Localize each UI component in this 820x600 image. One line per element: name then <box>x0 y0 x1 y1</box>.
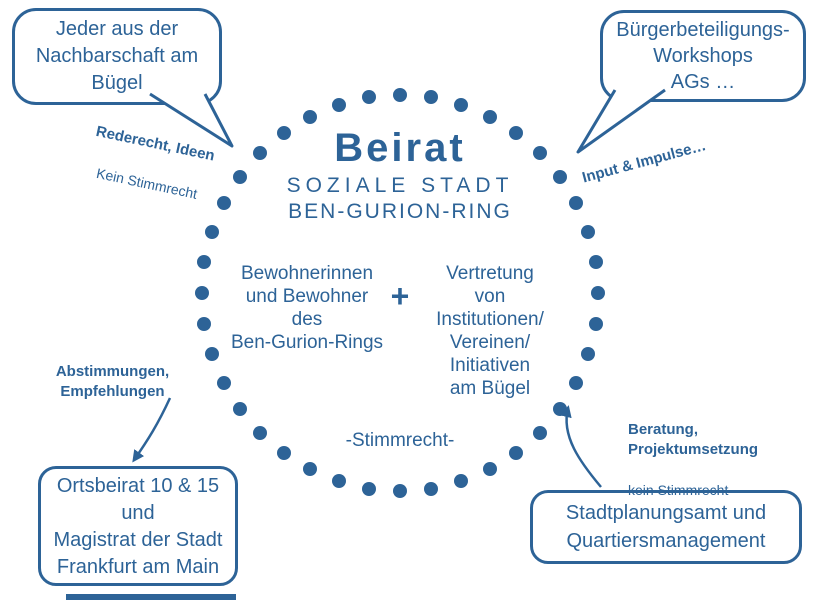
circle-dot <box>533 145 547 160</box>
circle-dot <box>454 97 469 112</box>
circle-dot <box>197 255 212 270</box>
circle-dot <box>553 169 568 184</box>
circle-dot <box>216 196 231 211</box>
institutions-group-text: Vertretung von Institutionen/ Vereinen/ … <box>436 263 544 399</box>
circle-dot <box>331 97 346 112</box>
circle-dot <box>393 484 407 498</box>
circle-dot <box>569 196 584 211</box>
circle-dot <box>588 316 603 331</box>
residents-group-text: Bewohnerinnen und Bewohner des Ben-Gurio… <box>230 263 384 353</box>
circle-dot <box>423 90 438 105</box>
bubble-workshops: Bürgerbeteiligungs- Workshops AGs … <box>600 10 806 102</box>
circle-dot <box>204 347 219 362</box>
plus-icon: + <box>390 278 410 314</box>
circle-dot <box>276 446 291 461</box>
circle-dot <box>232 169 247 184</box>
circle-dot <box>482 109 497 124</box>
circle-dot <box>588 255 603 270</box>
circle-dot <box>553 402 568 417</box>
circle-dot <box>509 125 524 140</box>
circle-dot <box>454 474 469 489</box>
circle-dot <box>362 481 377 496</box>
circle-dot <box>276 125 291 140</box>
cropped-footer-bar <box>66 594 236 600</box>
voting-right-note: -Stimmrecht- <box>345 430 455 451</box>
circle-dot <box>362 90 377 105</box>
circle-dot <box>331 474 346 489</box>
bubble-neighborhood: Jeder aus der Nachbarschaft am Bügel <box>12 8 222 105</box>
circle-dot <box>591 286 605 300</box>
diagram-subtitle-1: SOZIALE STADT <box>286 174 514 197</box>
note-beratung: Beratung, Projektumsetzung kein Stimmrec… <box>628 400 798 501</box>
circle-dot <box>216 375 231 390</box>
note-abstimmungen: Abstimmungen, Empfehlungen <box>55 363 170 400</box>
circle-dot <box>482 462 497 477</box>
circle-dot <box>232 402 247 417</box>
circle-dot <box>533 426 547 440</box>
circle-dot <box>393 88 407 102</box>
circle-dot <box>303 109 318 124</box>
box-stadtplanungsamt: Stadtplanungsamt und Quartiersmanagement <box>530 490 802 564</box>
box-ortsbeirat-magistrat: Ortsbeirat 10 & 15 und Magistrat der Sta… <box>38 466 238 586</box>
circle-dot <box>204 224 219 239</box>
diagram-subtitle-2: BEN-GURION-RING <box>288 200 512 223</box>
circle-dot <box>509 446 524 461</box>
circle-dot <box>252 145 267 160</box>
circle-dot <box>197 316 212 331</box>
note-beratung-regular: kein Stimmrecht <box>628 482 729 498</box>
circle-dot <box>303 462 318 477</box>
circle-dot <box>195 286 209 300</box>
circle-dot <box>581 347 596 362</box>
circle-dot <box>581 224 596 239</box>
note-beratung-bold: Beratung, Projektumsetzung <box>628 421 759 458</box>
circle-dot <box>423 481 438 496</box>
circle-dot <box>569 375 584 390</box>
circle-dot <box>252 426 267 440</box>
note-rederecht-bold: Rederecht, Ideen <box>94 122 217 165</box>
diagram-title: Beirat <box>334 126 466 170</box>
